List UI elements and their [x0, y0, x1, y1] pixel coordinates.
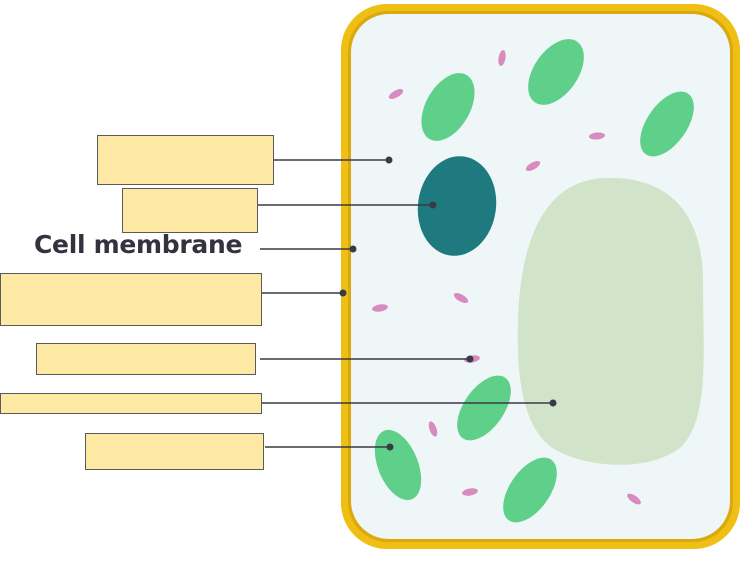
label-box-4[interactable] — [36, 343, 256, 375]
leader-dot — [385, 156, 393, 164]
small-organelle — [525, 160, 541, 172]
label-box-6[interactable] — [85, 433, 264, 470]
small-organelle — [498, 50, 506, 66]
chloroplast — [503, 457, 557, 523]
chloroplast — [528, 39, 584, 105]
leader-dot — [429, 201, 437, 209]
small-organelle — [589, 132, 605, 140]
small-organelle — [388, 88, 404, 100]
leader-dot — [339, 289, 347, 297]
leader-dot — [349, 245, 357, 253]
chloroplast — [421, 73, 475, 141]
small-organelle — [627, 493, 641, 505]
small-organelle — [428, 421, 438, 437]
chloroplast — [457, 375, 511, 441]
label-box-5[interactable] — [0, 393, 262, 414]
nucleus — [417, 156, 497, 256]
leader-dot — [386, 443, 394, 451]
leader-dot — [549, 399, 557, 407]
label-box-3[interactable] — [0, 273, 262, 326]
chloroplast — [640, 91, 694, 157]
small-organelle — [453, 292, 469, 304]
cell-membrane-label: Cell membrane — [34, 230, 243, 259]
small-organelle — [372, 304, 388, 312]
label-box-1[interactable] — [97, 135, 274, 185]
label-box-2[interactable] — [122, 188, 258, 233]
vacuole — [517, 177, 704, 465]
small-organelle — [462, 488, 478, 496]
leader-dot — [466, 355, 474, 363]
